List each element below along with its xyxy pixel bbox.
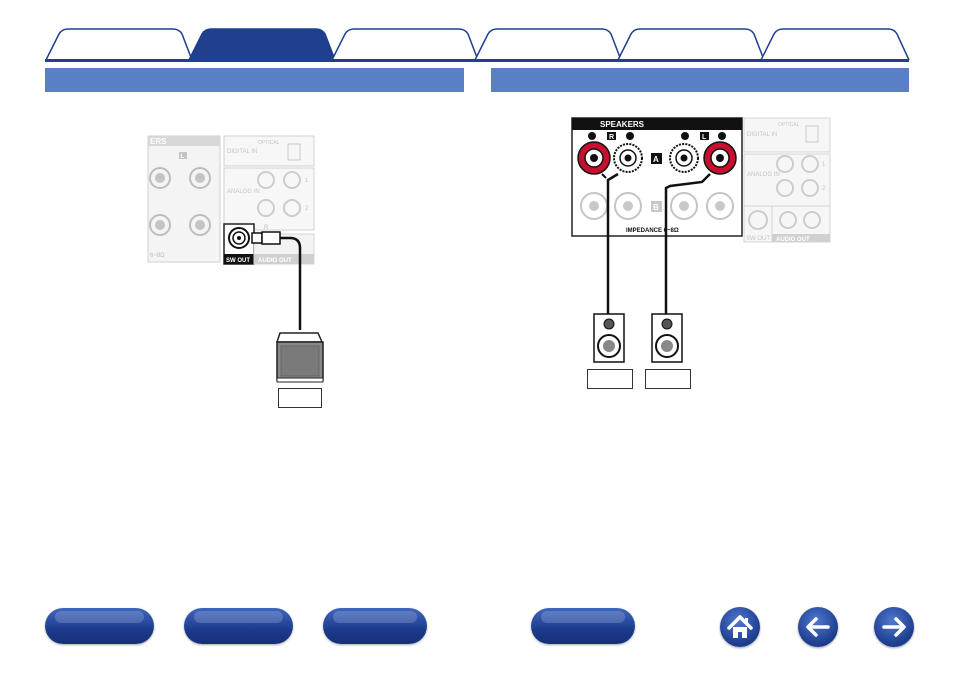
forward-button[interactable] [874, 607, 914, 647]
input-2-label: 2 [822, 186, 826, 192]
zone-a-label: A [653, 155, 659, 164]
speakers-label: ERS [150, 137, 167, 146]
channel-l-label: L [181, 154, 185, 160]
home-icon [727, 615, 753, 638]
tab-6[interactable] [760, 28, 910, 60]
audio-out-r-label: R [264, 225, 269, 231]
channel-l-label: L [702, 134, 707, 141]
digital-in-label: DIGITAL IN [747, 132, 777, 138]
tab-3[interactable] [331, 28, 479, 60]
subwoofer-label [278, 388, 322, 408]
right-section-header [491, 68, 909, 92]
tab-5[interactable] [617, 28, 765, 60]
nav-button-4[interactable] [531, 608, 635, 644]
tab-1[interactable] [45, 28, 193, 60]
analog-in-label: ANALOG IN [227, 189, 260, 195]
nav-button-1-shine [55, 611, 144, 623]
input-1-label: 1 [305, 178, 309, 184]
speaker-right-label [587, 369, 633, 389]
impedance-label: IMPEDANCE 6~8Ω [626, 228, 679, 234]
tab-4[interactable] [474, 28, 622, 60]
arrow-right-icon [882, 617, 906, 637]
sw-out-label: SW OUT [746, 236, 770, 242]
arrow-left-icon [806, 617, 830, 637]
channel-r-label: R [609, 134, 614, 141]
input-2-label: 2 [305, 206, 309, 212]
tab-bar [0, 0, 954, 64]
speakers-label: SPEAKERS [600, 120, 645, 129]
nav-button-2[interactable] [184, 608, 293, 644]
zone-b-label: B [653, 203, 659, 212]
nav-button-1[interactable] [45, 608, 154, 644]
optical-label: OPTICAL [778, 122, 800, 128]
impedance-label: 6~8Ω [150, 253, 165, 259]
home-button[interactable] [720, 607, 760, 647]
sw-out-label: SW OUT [226, 258, 250, 264]
speaker-left-label [645, 369, 691, 389]
analog-in-label: ANALOG IN [747, 172, 780, 178]
audio-out-label: AUDIO OUT [776, 237, 810, 243]
nav-button-2-shine [194, 611, 283, 623]
tab-2-active[interactable] [188, 28, 336, 60]
tab-underline [45, 59, 909, 62]
left-section-header [45, 68, 464, 92]
digital-in-label: DIGITAL IN [227, 149, 257, 155]
subwoofer-connection-diagram: ERS L 6~8Ω DIGITAL IN OPTICAL ANALOG IN … [147, 135, 324, 383]
optical-label: OPTICAL [258, 140, 280, 146]
audio-out-label: AUDIO OUT [258, 258, 292, 264]
input-1-label: 1 [822, 162, 826, 168]
speaker-connection-diagram: SPEAKERS R L A B IMPEDANCE 6~8Ω DIGITAL … [571, 117, 831, 363]
nav-button-3-shine [333, 611, 417, 623]
back-button[interactable] [798, 607, 838, 647]
nav-button-3[interactable] [323, 608, 427, 644]
nav-button-4-shine [541, 611, 625, 623]
